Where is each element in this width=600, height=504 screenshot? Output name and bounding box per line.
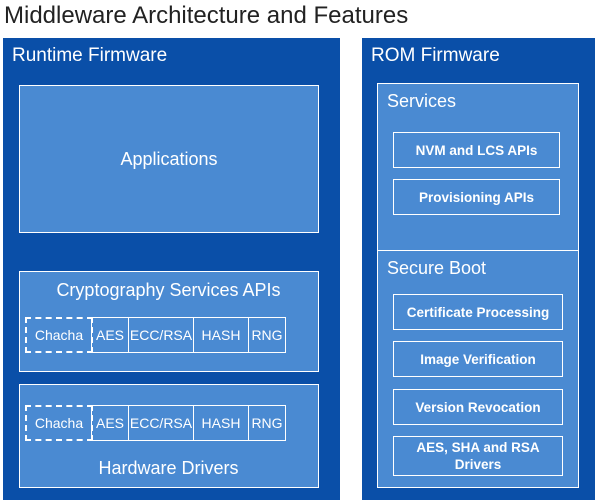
certificate-processing-box: Certificate Processing <box>393 294 563 330</box>
driver-chacha-label: Chacha <box>34 415 84 431</box>
nvm-lcs-apis-box: NVM and LCS APIs <box>393 132 560 168</box>
hardware-drivers-label: Hardware Drivers <box>98 458 239 478</box>
crypto-aes-label: AES <box>95 327 124 343</box>
driver-aes-label: AES <box>95 415 124 431</box>
crypto-chacha-label: Chacha <box>34 327 84 343</box>
driver-chacha-block: Chacha <box>25 405 93 441</box>
runtime-firmware-panel: Runtime Firmware Applications Cryptograp… <box>3 38 340 500</box>
driver-algorithm-row: AES ECC/RSA HASH RNG <box>91 405 286 441</box>
services-box: Services NVM and LCS APIs Provisioning A… <box>377 83 579 263</box>
driver-hash-label: HASH <box>193 406 248 440</box>
version-revocation-box: Version Revocation <box>393 389 563 425</box>
crypto-rng-label: RNG <box>248 318 285 352</box>
crypto-services-box: Cryptography Services APIs Chacha AES EC… <box>19 271 319 372</box>
driver-ecc-rsa-label: ECC/RSA <box>128 406 193 440</box>
crypto-ecc-rsa-label: ECC/RSA <box>128 318 193 352</box>
crypto-services-label: Cryptography Services APIs <box>56 280 281 300</box>
crypto-hash-label: HASH <box>193 318 248 352</box>
crypto-chacha-block: Chacha <box>25 317 93 353</box>
provisioning-apis-box: Provisioning APIs <box>393 179 560 215</box>
diagram-title: Middleware Architecture and Features <box>4 2 409 29</box>
hardware-drivers-box: Chacha AES ECC/RSA HASH RNG Hardware Dri… <box>19 384 319 488</box>
rom-firmware-label: ROM Firmware <box>371 45 500 66</box>
services-label: Services <box>387 91 457 111</box>
secure-boot-label: Secure Boot <box>387 258 487 278</box>
aes-sha-rsa-drivers-box: AES, SHA and RSA Drivers <box>393 436 563 476</box>
applications-box: Applications <box>19 85 319 233</box>
rom-firmware-panel: ROM Firmware Services NVM and LCS APIs P… <box>362 38 595 500</box>
crypto-algorithm-row: AES ECC/RSA HASH RNG <box>91 317 286 353</box>
applications-label: Applications <box>120 149 218 169</box>
runtime-firmware-label: Runtime Firmware <box>12 45 168 66</box>
secure-boot-box: Secure Boot Certificate Processing Image… <box>377 250 579 488</box>
image-verification-box: Image Verification <box>393 341 563 377</box>
driver-rng-label: RNG <box>248 406 285 440</box>
